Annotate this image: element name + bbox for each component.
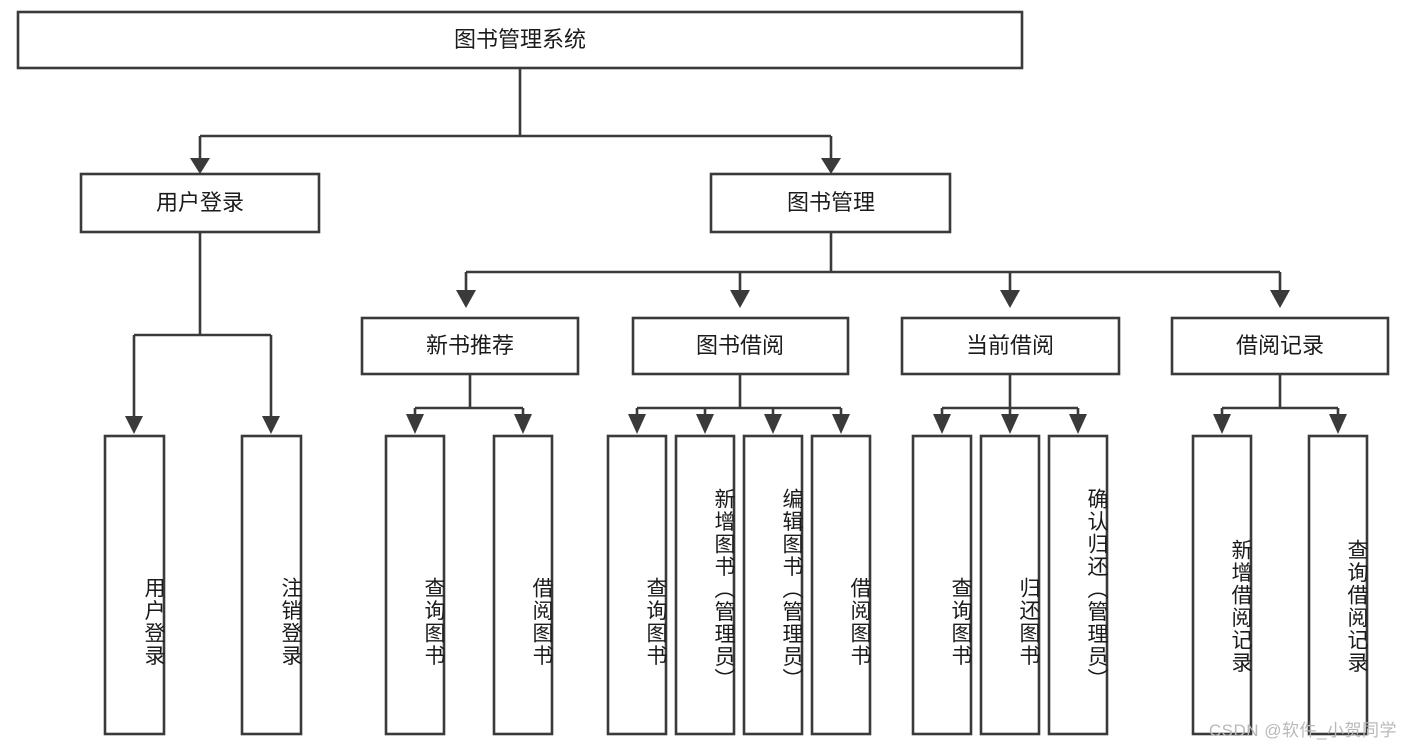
arrowhead-leaf-user-login xyxy=(125,416,143,434)
leaf-edit-book-box[interactable] xyxy=(742,434,804,736)
node-root[interactable]: 图书管理系统 xyxy=(16,10,1024,70)
arrowhead-leaf-return-book xyxy=(1001,414,1019,434)
connector-group-borrow-record xyxy=(1213,374,1347,434)
node-new-book-recommend[interactable]: 新书推荐 xyxy=(360,316,580,376)
connector-group-new-book-recommend xyxy=(406,374,532,434)
node-root-box[interactable] xyxy=(16,10,1024,70)
node-book-management-label: 图书管理 xyxy=(787,190,875,215)
arrowhead-leaf-query-book-3 xyxy=(933,414,951,434)
node-book-borrow-label: 图书借阅 xyxy=(696,333,784,358)
arrowhead-leaf-query-book-1 xyxy=(406,414,424,434)
leaf-user-login-box[interactable] xyxy=(103,434,166,736)
node-user-login-label: 用户登录 xyxy=(156,190,244,215)
node-book-management-box[interactable] xyxy=(709,172,952,234)
node-root-label: 图书管理系统 xyxy=(454,27,586,52)
arrowhead-current-borrow xyxy=(1000,290,1020,308)
node-current-borrow-label: 当前借阅 xyxy=(966,333,1054,358)
node-borrow-record-box[interactable] xyxy=(1170,316,1390,376)
leaf-query-book-1-box[interactable] xyxy=(384,434,446,736)
connector-group-current-borrow xyxy=(933,374,1087,434)
connector-group-book-management xyxy=(456,232,1290,308)
leaf-add-record-box[interactable] xyxy=(1191,434,1253,736)
node-new-book-recommend-box[interactable] xyxy=(360,316,580,376)
arrowhead-leaf-edit-book xyxy=(764,414,782,434)
node-user-login[interactable]: 用户登录 xyxy=(79,172,321,234)
leaf-confirm-return-box[interactable] xyxy=(1047,434,1109,736)
node-current-borrow[interactable]: 当前借阅 xyxy=(900,316,1121,376)
csdn-watermark: CSDN @软件_小贺同学 xyxy=(1208,721,1397,740)
leaf-add-book-box[interactable] xyxy=(674,434,736,736)
arrowhead-book-borrow xyxy=(730,290,750,308)
node-borrow-record[interactable]: 借阅记录 xyxy=(1170,316,1390,376)
node-borrow-record-label: 借阅记录 xyxy=(1236,333,1324,358)
arrowhead-user-login xyxy=(190,158,210,174)
arrowhead-book-management xyxy=(821,158,841,174)
node-book-management[interactable]: 图书管理 xyxy=(709,172,952,234)
arrowhead-leaf-borrow-book-2 xyxy=(832,414,850,434)
node-current-borrow-box[interactable] xyxy=(900,316,1121,376)
connector-group-book-borrow xyxy=(628,374,850,434)
arrowhead-leaf-logout-login xyxy=(262,416,280,434)
leaf-return-book-box[interactable] xyxy=(979,434,1041,736)
arrowhead-leaf-query-book-2 xyxy=(628,414,646,434)
node-user-login-box[interactable] xyxy=(79,172,321,234)
leaf-boxes xyxy=(103,434,1369,736)
leaf-logout-login-box[interactable] xyxy=(240,434,303,736)
node-book-borrow-box[interactable] xyxy=(631,316,850,376)
arrowhead-new-book-recommend xyxy=(456,290,476,308)
arrowhead-leaf-borrow-book-1 xyxy=(514,414,532,434)
leaf-query-book-3-box[interactable] xyxy=(911,434,973,736)
leaf-borrow-book-2-box[interactable] xyxy=(810,434,872,736)
leaf-borrow-book-1-box[interactable] xyxy=(492,434,554,736)
leaf-query-record-box[interactable] xyxy=(1307,434,1369,736)
leaf-query-book-2-box[interactable] xyxy=(606,434,668,736)
connector-group-root xyxy=(190,68,841,174)
arrowhead-borrow-record xyxy=(1270,290,1290,308)
node-book-borrow[interactable]: 图书借阅 xyxy=(631,316,850,376)
arrowhead-leaf-add-book xyxy=(696,414,714,434)
node-new-book-recommend-label: 新书推荐 xyxy=(426,333,514,358)
arrowhead-leaf-query-record xyxy=(1329,414,1347,434)
connector-group-user-login xyxy=(125,232,280,434)
arrowhead-leaf-confirm-return xyxy=(1069,414,1087,434)
arrowhead-leaf-add-record xyxy=(1213,414,1231,434)
